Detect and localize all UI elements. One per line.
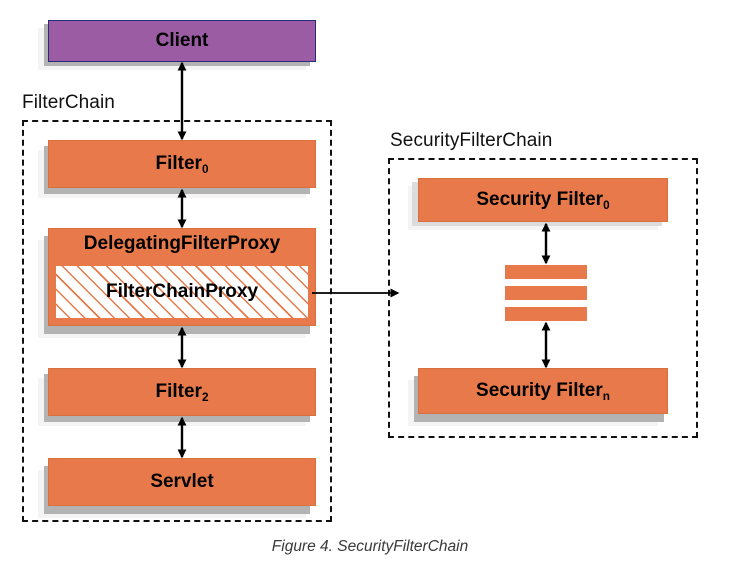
node-servlet[interactable]: Servlet — [48, 458, 316, 506]
ellipsis-bar-1 — [505, 265, 587, 279]
node-servlet-label: Servlet — [150, 471, 214, 492]
figure-caption: Figure 4. SecurityFilterChain — [271, 538, 469, 555]
node-filter-0-subscript: 0 — [201, 162, 209, 176]
group-label-securityfilterchain: SecurityFilterChain — [390, 130, 553, 151]
node-delegating-filter-proxy-label: DelegatingFilterProxy — [83, 233, 281, 254]
node-security-filter-n-subscript: n — [602, 389, 610, 403]
group-label-filterchain: FilterChain — [22, 92, 115, 113]
node-security-filter-n-label: Security Filtern — [476, 380, 610, 403]
node-filter-2-label: Filter2 — [155, 381, 209, 404]
node-filter-2[interactable]: Filter2 — [48, 368, 316, 416]
node-security-filter-0-label: Security Filter0 — [476, 189, 610, 212]
node-filter-0-label: Filter0 — [155, 153, 209, 176]
node-security-filter-0-subscript: 0 — [603, 198, 610, 212]
ellipsis-bar-3 — [505, 307, 587, 321]
node-client-label: Client — [155, 30, 209, 51]
node-filter-2-subscript: 2 — [201, 390, 209, 404]
node-filter-chain-proxy[interactable]: FilterChainProxy — [55, 265, 309, 319]
node-client[interactable]: Client — [48, 20, 316, 62]
ellipsis-bar-2 — [505, 286, 587, 300]
node-security-filter-n[interactable]: Security Filtern — [418, 368, 668, 414]
node-security-filter-0[interactable]: Security Filter0 — [418, 178, 668, 222]
group-box-securityfilterchain — [388, 158, 698, 438]
node-filter-chain-proxy-label: FilterChainProxy — [105, 281, 259, 302]
node-filter-0[interactable]: Filter0 — [48, 140, 316, 188]
group-box-filterchain — [22, 120, 332, 522]
